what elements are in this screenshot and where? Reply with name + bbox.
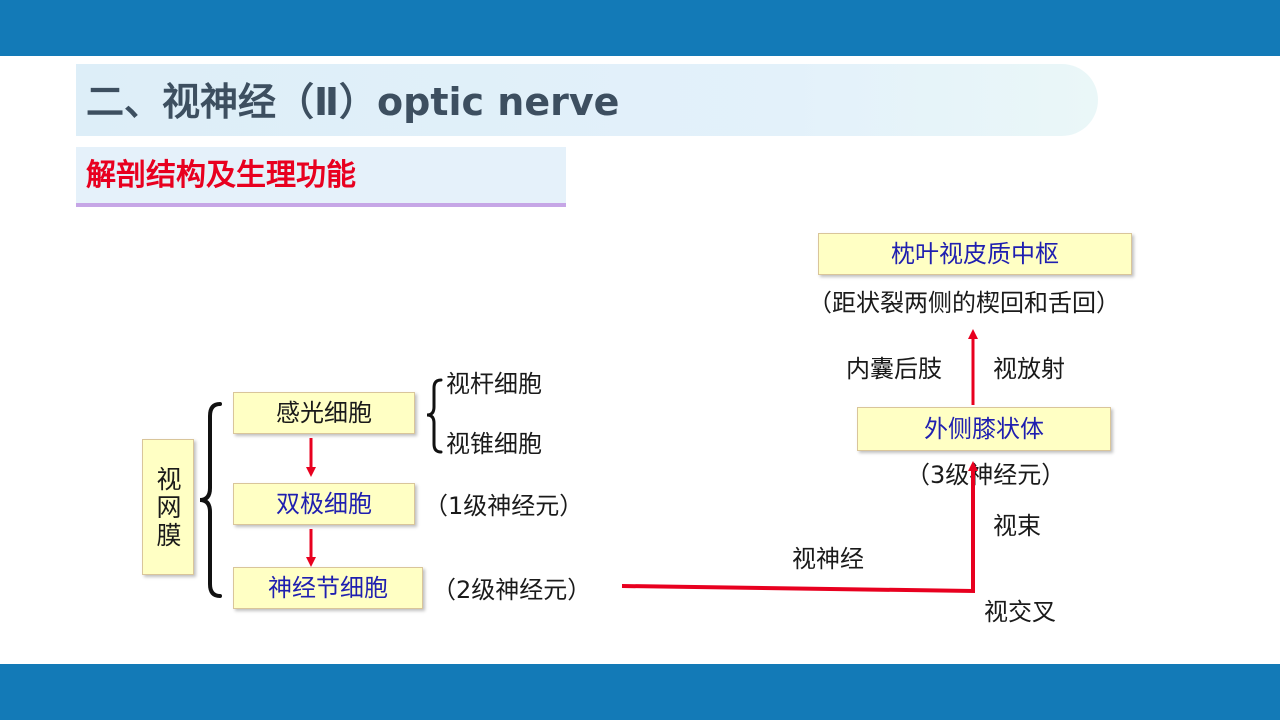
slide-title: 二、视神经（Ⅱ）optic nerve <box>86 80 620 124</box>
cortex-box: 枕叶视皮质中枢 <box>818 233 1132 275</box>
arrow-optic-nerve-to-lgn <box>621 461 978 594</box>
cone-label: 视锥细胞 <box>446 430 542 458</box>
retina-label: 视网膜 <box>156 465 182 550</box>
internal-capsule-label: 内囊后肢 <box>846 355 942 383</box>
ganglion-box: 神经节细胞 <box>233 567 423 609</box>
title-banner <box>76 64 1098 136</box>
cortex-note: （距状裂两侧的楔回和舌回） <box>808 289 1120 317</box>
radiation-label: 视放射 <box>993 355 1065 383</box>
bottom-bar <box>0 664 1280 720</box>
bipolar-box: 双极细胞 <box>233 483 415 525</box>
tract-label: 视束 <box>993 512 1041 540</box>
ganglion-note: （2级神经元） <box>432 576 592 604</box>
retina-box: 视网膜 <box>142 439 194 575</box>
optic-nerve-label: 视神经 <box>792 545 864 573</box>
rod-label: 视杆细胞 <box>446 370 542 398</box>
subtitle-banner <box>76 147 566 207</box>
lgn-note: （3级神经元） <box>906 461 1066 489</box>
bipolar-note: （1级神经元） <box>424 492 584 520</box>
retina-brace-icon <box>199 402 222 598</box>
photoreceptor-brace-icon <box>426 378 443 454</box>
slide-subtitle: 解剖结构及生理功能 <box>86 158 356 193</box>
top-bar <box>0 0 1280 56</box>
photoreceptor-box: 感光细胞 <box>233 392 415 434</box>
lgn-box: 外侧膝状体 <box>857 407 1111 451</box>
chiasm-label: 视交叉 <box>984 598 1056 626</box>
